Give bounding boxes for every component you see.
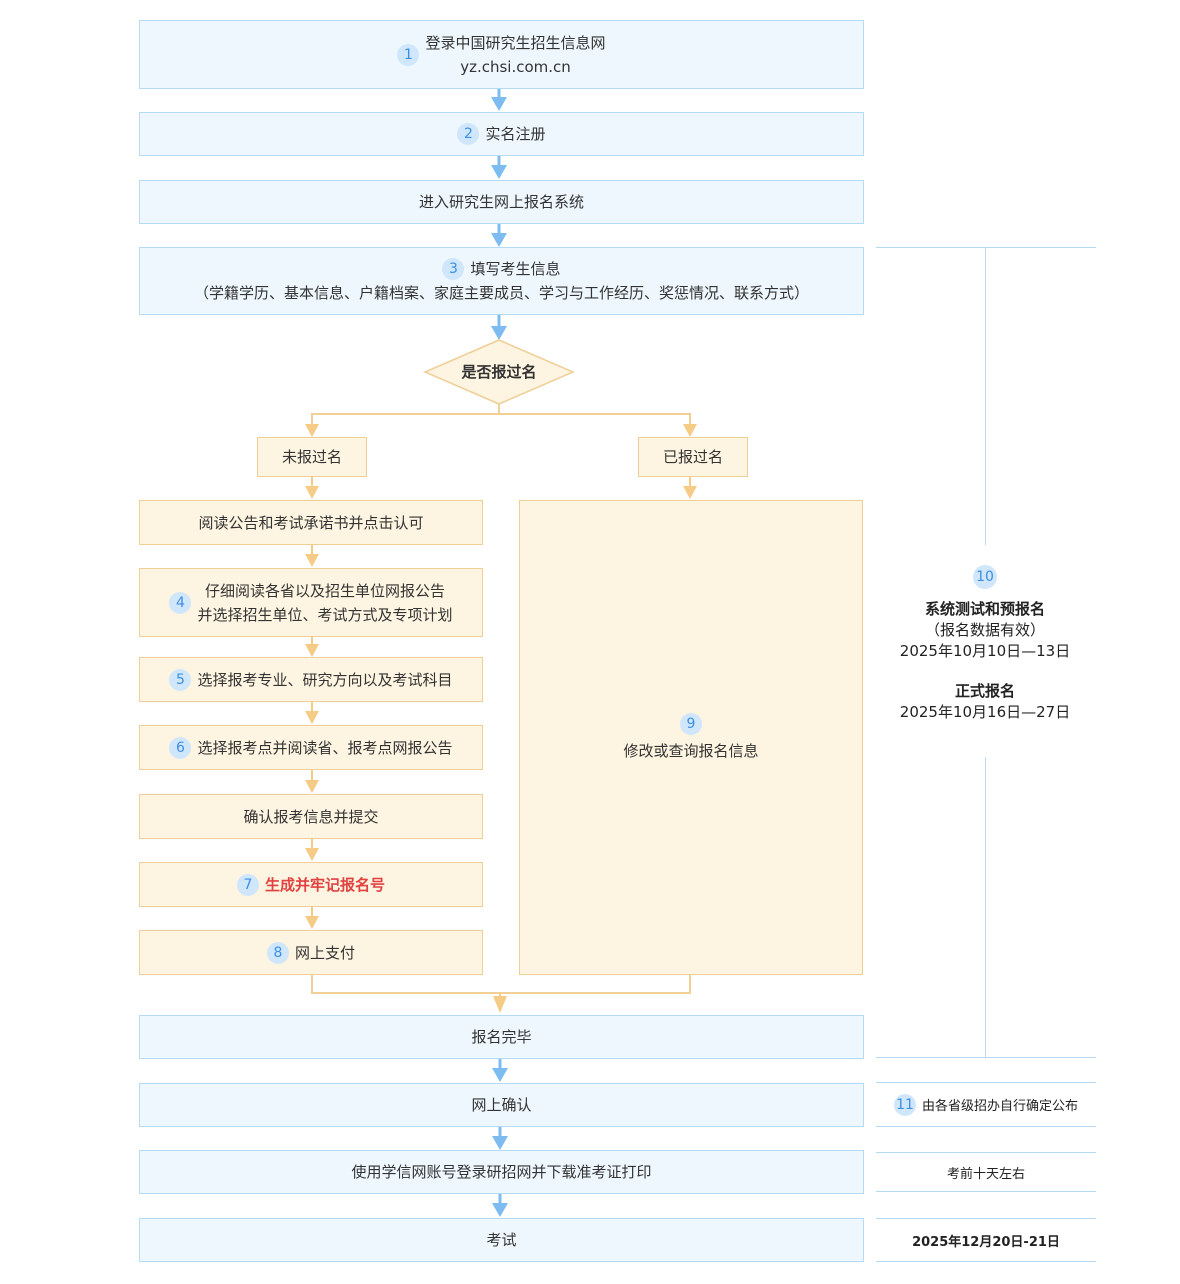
- step-fill-info-title: 填写考生信息: [470, 260, 561, 278]
- step-confirm-submit: 确认报考信息并提交: [139, 794, 483, 839]
- step-pay: 8 网上支付: [139, 930, 483, 975]
- step-login-title: 登录中国研究生招生信息网: [425, 33, 606, 52]
- step-online-confirm-label: 网上确认: [471, 1096, 532, 1114]
- tan-arrows: [305, 424, 697, 1013]
- step-number-badge: 10: [973, 565, 997, 589]
- step-choose-major-label: 选择报考专业、研究方向以及考试科目: [197, 670, 453, 689]
- step-download-ticket-label: 使用学信网账号登录研招网并下载准考证打印: [351, 1163, 652, 1181]
- step-read-province-text: 仔细阅读各省以及招生单位网报公告 并选择招生单位、考试方式及专项计划: [197, 579, 452, 627]
- side-exam-date-label: 2025年12月20日-21日: [912, 1234, 1060, 1250]
- blue-arrows: [491, 89, 508, 1217]
- side-pre-registration-note: （报名数据有效）: [924, 621, 1045, 639]
- step-exam: 考试: [139, 1218, 864, 1262]
- side-confirm-note: 11 由各省级招办自行确定公布: [876, 1082, 1096, 1127]
- step-number-badge: 3: [442, 258, 465, 280]
- step-fill-info: 3 填写考生信息 （学籍学历、基本信息、户籍档案、家庭主要成员、学习与工作经历、…: [139, 247, 864, 315]
- step-number-badge: 4: [169, 591, 192, 614]
- decision-label: 是否报过名: [461, 363, 537, 381]
- step-enter-system: 进入研究生网上报名系统: [139, 180, 864, 224]
- step-generate-id: 7 生成并牢记报名号: [139, 862, 483, 907]
- step-login-url: yz.chsi.com.cn: [460, 57, 571, 76]
- branch-not-registered-label: 未报过名: [281, 448, 342, 466]
- step-pay-row: 8 网上支付: [266, 941, 355, 965]
- step-choose-major-row: 5 选择报考专业、研究方向以及考试科目: [169, 668, 453, 692]
- step-done: 报名完毕: [139, 1015, 864, 1059]
- step-number-badge: 6: [169, 736, 192, 759]
- step-number-badge: 7: [236, 873, 259, 896]
- step-pay-label: 网上支付: [294, 943, 355, 962]
- step-read-province-line2: 并选择招生单位、考试方式及专项计划: [197, 605, 453, 624]
- step-fill-info-detail: （学籍学历、基本信息、户籍档案、家庭主要成员、学习与工作经历、奖惩情况、联系方式…: [193, 284, 809, 302]
- step-login-row: 1 登录中国研究生招生信息网 yz.chsi.com.cn: [397, 31, 606, 79]
- step-confirm-submit-label: 确认报考信息并提交: [243, 807, 379, 826]
- step-read-notice-label: 阅读公告和考试承诺书并点击认可: [198, 513, 424, 532]
- branch-registered: 已报过名: [638, 437, 748, 477]
- step-read-province-line1: 仔细阅读各省以及招生单位网报公告: [204, 581, 445, 600]
- step-read-notice: 阅读公告和考试承诺书并点击认可: [139, 500, 483, 545]
- side-spacer: [880, 662, 1090, 681]
- step-read-province: 4 仔细阅读各省以及招生单位网报公告 并选择招生单位、考试方式及专项计划: [139, 568, 483, 637]
- step-number-badge: 9: [680, 712, 702, 735]
- step-download-ticket: 使用学信网账号登录研招网并下载准考证打印: [139, 1150, 864, 1194]
- side-registration-badge-row: 10: [880, 565, 1090, 589]
- step-login-text: 登录中国研究生招生信息网 yz.chsi.com.cn: [425, 31, 605, 79]
- branch-not-registered: 未报过名: [257, 437, 367, 477]
- step-number-badge: 1: [397, 43, 420, 66]
- step-number-badge: 11: [893, 1093, 916, 1116]
- step-choose-site: 6 选择报考点并阅读省、报考点网报公告: [139, 725, 483, 770]
- step-fill-info-row: 3 填写考生信息: [442, 257, 561, 281]
- step-read-province-row: 4 仔细阅读各省以及招生单位网报公告 并选择招生单位、考试方式及专项计划: [169, 579, 453, 627]
- side-pre-registration-title: 系统测试和预报名: [924, 600, 1045, 618]
- branch-registered-label: 已报过名: [662, 448, 723, 466]
- step-register: 2 实名注册: [139, 112, 864, 156]
- side-formal-registration-title: 正式报名: [954, 682, 1015, 700]
- decision-diamond-shape: [423, 339, 575, 405]
- step-choose-site-label: 选择报考点并阅读省、报考点网报公告: [197, 738, 453, 757]
- step-number-badge: 2: [457, 123, 480, 145]
- step-generate-id-label: 生成并牢记报名号: [264, 875, 385, 894]
- step-choose-major: 5 选择报考专业、研究方向以及考试科目: [139, 657, 483, 702]
- step-exam-label: 考试: [486, 1231, 517, 1249]
- step-login: 1 登录中国研究生招生信息网 yz.chsi.com.cn: [139, 20, 864, 89]
- side-formal-registration-dates: 2025年10月16日—27日: [899, 703, 1071, 721]
- step-choose-site-row: 6 选择报考点并阅读省、报考点网报公告: [169, 736, 453, 760]
- step-number-badge: 5: [169, 668, 192, 691]
- side-bracket: [876, 247, 1096, 1058]
- step-register-label: 实名注册: [485, 125, 546, 143]
- step-modify-query-label: 修改或查询报名信息: [623, 741, 759, 760]
- side-registration-period: 10 系统测试和预报名 （报名数据有效） 2025年10月10日—13日 正式报…: [880, 565, 1090, 723]
- side-confirm-note-label: 由各省级招办自行确定公布: [921, 1099, 1078, 1114]
- side-download-note: 考前十天左右: [876, 1152, 1096, 1192]
- side-exam-date: 2025年12月20日-21日: [876, 1218, 1096, 1262]
- step-generate-id-row: 7 生成并牢记报名号: [236, 873, 385, 897]
- step-done-label: 报名完毕: [471, 1028, 532, 1046]
- step-number-badge: 8: [266, 941, 289, 964]
- side-download-note-label: 考前十天左右: [946, 1166, 1025, 1182]
- step-enter-system-label: 进入研究生网上报名系统: [418, 193, 584, 211]
- step-register-row: 2 实名注册: [457, 122, 546, 146]
- step-modify-query: 9 修改或查询报名信息: [519, 500, 863, 975]
- step-online-confirm: 网上确认: [139, 1083, 864, 1127]
- side-pre-registration-dates: 2025年10月10日—13日: [899, 642, 1071, 660]
